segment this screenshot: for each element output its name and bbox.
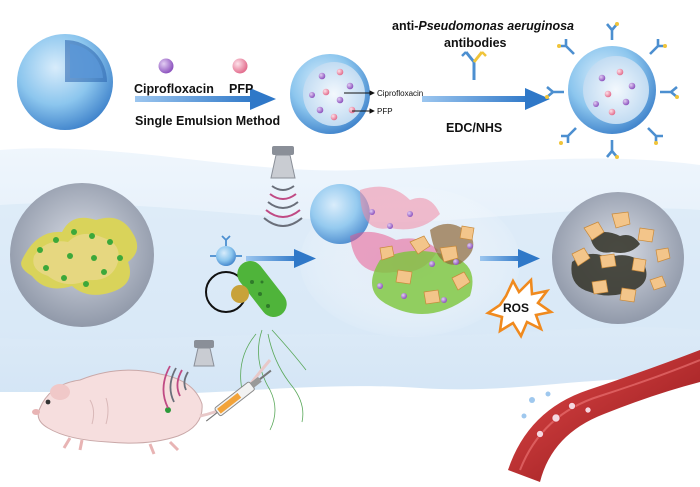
targeting-bubble-icon: [210, 235, 242, 266]
bacterium-icon: [231, 261, 307, 431]
label-edc-nhs: EDC/NHS: [446, 121, 502, 135]
label-single-emulsion-method: Single Emulsion Method: [135, 114, 280, 128]
arrow-single-emulsion-icon: [135, 88, 276, 110]
label-ros: ROS: [503, 301, 529, 315]
arrow-to-result-icon: [480, 249, 540, 268]
arrow-edc-nhs-icon: [422, 88, 550, 110]
syringe-icon: [205, 369, 272, 422]
label-antibody-name: anti-Pseudomonas aeruginosa: [392, 19, 574, 33]
ros-burst-icon: [484, 277, 555, 339]
arrow-to-biofilm-icon: [246, 249, 316, 268]
pointer-lines: [344, 90, 375, 114]
label-antibodies: antibodies: [444, 36, 507, 50]
pfp-dot-icon: [232, 58, 248, 74]
ultrasound-transducer-icon: [193, 340, 215, 367]
loaded-microbubble-icon: [290, 54, 370, 134]
ultrasound-wave-icon: [162, 365, 189, 409]
empty-microbubble-icon: [17, 34, 113, 130]
biofilm-cluster: [300, 184, 520, 337]
magnified-biofilm-panel: [10, 183, 154, 327]
ultrasound-wave-icon: [263, 185, 303, 227]
magnified-dispersed-biofilm-panel: [552, 192, 684, 324]
antibody-icon: [461, 51, 487, 80]
mouse-icon: [32, 359, 272, 455]
ultrasound-transducer-icon: [270, 146, 296, 179]
label-pfp: PFP: [229, 82, 253, 96]
blood-vessel-icon: [508, 350, 700, 482]
ciprofloxacin-dot-icon: [158, 58, 174, 74]
targeted-microbubble-icon: [545, 22, 679, 159]
label-inner-ciprofloxacin: Ciprofloxacin: [377, 89, 423, 98]
label-ciprofloxacin: Ciprofloxacin: [134, 82, 214, 96]
label-inner-pfp: PFP: [377, 107, 393, 116]
